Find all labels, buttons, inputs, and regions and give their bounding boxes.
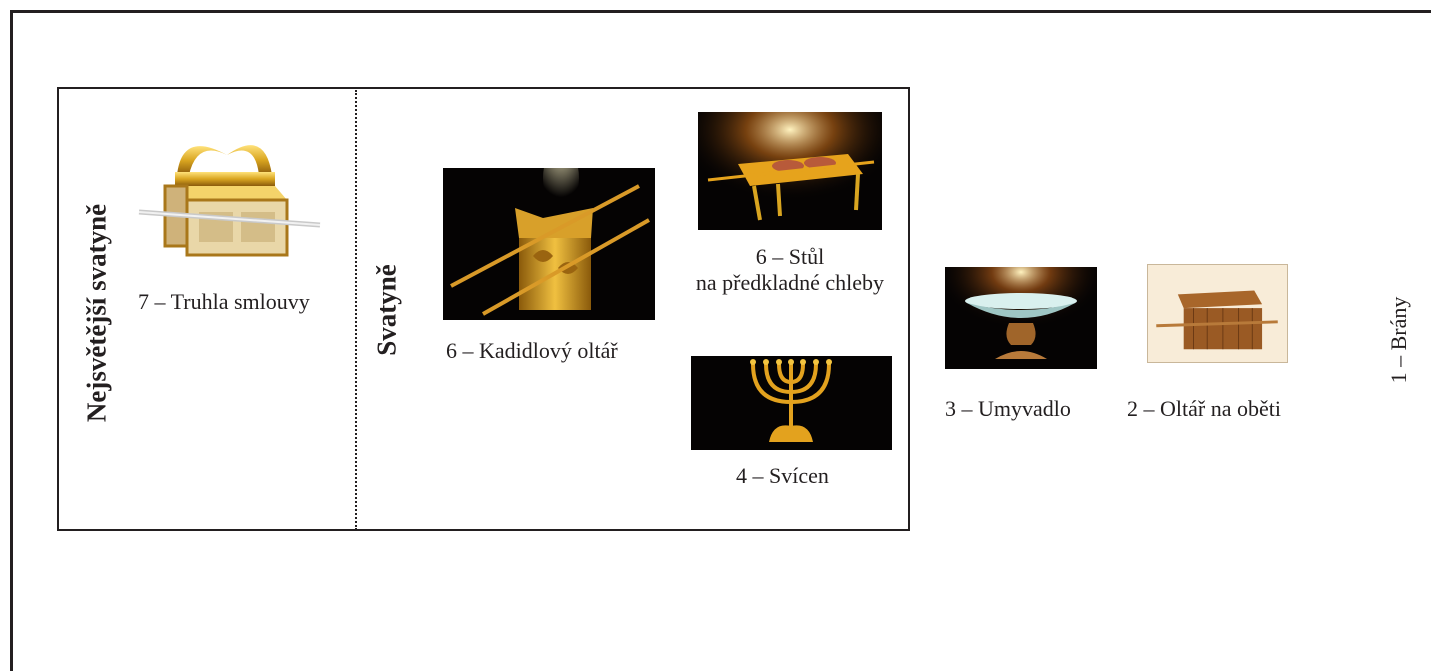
lampstand-picture xyxy=(691,356,892,450)
tabernacle-border xyxy=(57,87,910,531)
incense-altar-label: 6 – Kadidlový oltář xyxy=(446,338,618,363)
ark-of-covenant-picture xyxy=(137,120,322,270)
burnt-offering-altar-picture xyxy=(1147,264,1288,363)
showbread-table-label-line1: 6 – Stůl xyxy=(755,244,825,269)
showbread-table-label-line2: na předkladné chleby xyxy=(695,270,885,296)
laver-label: 3 – Umyvadlo xyxy=(945,396,1071,421)
holy-place-title: Svatyně xyxy=(371,264,402,356)
showbread-table-label: 6 – Stůl na předkladné chleby xyxy=(670,244,910,297)
laver-picture xyxy=(945,267,1097,369)
courtyard-border xyxy=(10,10,1431,671)
ark-label: 7 – Truhla smlouvy xyxy=(138,289,310,314)
gate-label: 1 – Brány xyxy=(1386,296,1411,384)
burnt-offering-altar-label: 2 – Oltář na oběti xyxy=(1127,396,1281,421)
most-holy-place-title: Nejsvětější svatyně xyxy=(81,203,112,423)
veil-divider xyxy=(355,90,357,530)
lampstand-label: 4 – Svícen xyxy=(736,463,829,488)
showbread-table-picture xyxy=(698,112,882,230)
incense-altar-picture xyxy=(443,168,655,320)
